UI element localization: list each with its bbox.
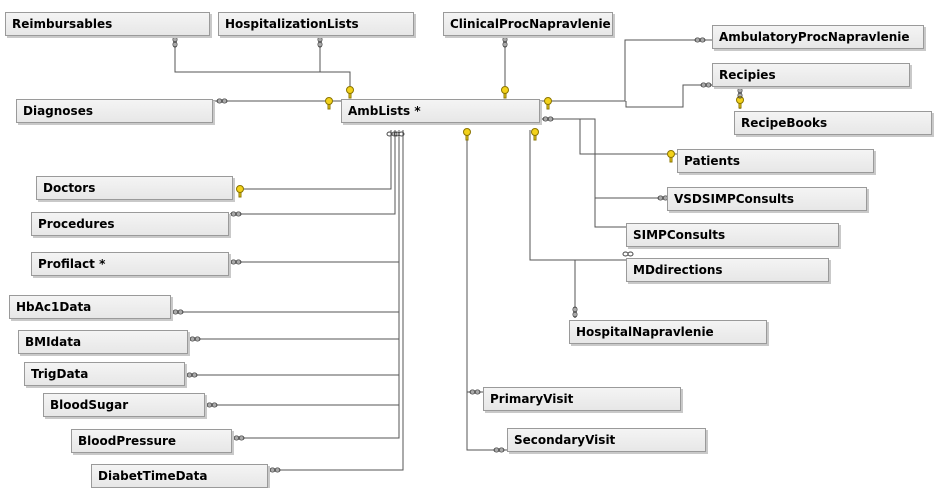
table-simp-consults[interactable]: SIMPConsults: [626, 223, 839, 247]
key-icon: [531, 128, 539, 141]
infinity-icon: [186, 372, 198, 378]
infinity-icon: [622, 251, 634, 257]
infinity-icon: [572, 306, 578, 318]
table-md-directions[interactable]: MDdirections: [626, 258, 829, 282]
relationship-line: [230, 130, 396, 215]
relationship-line: [466, 130, 483, 393]
relationship-line: [230, 130, 400, 263]
relationship-line: [243, 130, 392, 190]
infinity-icon: [233, 435, 245, 441]
table-amb-lists[interactable]: AmbLists *: [341, 99, 540, 123]
relationship-line: [538, 118, 669, 199]
infinity-icon: [206, 402, 218, 408]
table-bmi-data[interactable]: BMIdata: [18, 330, 188, 354]
infinity-icon: [694, 37, 706, 43]
infinity-icon: [317, 36, 323, 48]
table-profilact[interactable]: Profilact *: [31, 252, 229, 276]
relationship-line: [529, 130, 628, 261]
key-icon: [463, 128, 471, 141]
key-icon: [325, 97, 333, 110]
key-icon: [236, 185, 244, 198]
relationship-line: [189, 312, 400, 340]
table-hba1c-data[interactable]: HbAc1Data: [9, 295, 171, 319]
infinity-icon: [502, 36, 508, 48]
infinity-icon: [269, 467, 281, 473]
infinity-icon: [469, 389, 481, 395]
key-icon: [736, 96, 744, 109]
relationship-line: [233, 405, 400, 439]
table-blood-pressure[interactable]: BloodPressure: [71, 429, 232, 453]
table-recipies[interactable]: Recipies: [712, 63, 910, 87]
table-secondary-visit[interactable]: SecondaryVisit: [507, 428, 706, 452]
infinity-icon: [172, 309, 184, 315]
relationship-line: [269, 130, 404, 471]
key-icon: [544, 97, 552, 110]
table-ambulatory-proc-napravlenie[interactable]: AmbulatoryProcNapravlenie: [712, 25, 924, 49]
table-diabet-time-data[interactable]: DiabetTimeData: [91, 464, 268, 488]
table-vsdsimp-consults[interactable]: VSDSIMPConsults: [667, 187, 867, 211]
table-trig-data[interactable]: TrigData: [24, 362, 185, 386]
key-icon: [346, 86, 354, 99]
key-icon: [501, 86, 509, 99]
table-reimbursables[interactable]: Reimbursables: [5, 12, 210, 36]
table-blood-sugar[interactable]: BloodSugar: [43, 393, 205, 417]
table-diagnoses[interactable]: Diagnoses: [16, 99, 213, 123]
infinity-icon: [493, 447, 505, 453]
table-hospital-napravlenie[interactable]: HospitalNapravlenie: [569, 320, 767, 344]
infinity-icon: [737, 87, 743, 99]
table-clinical-proc-napravlenie[interactable]: ClinicalProcNapravlenie: [443, 12, 613, 36]
table-recipe-books[interactable]: RecipeBooks: [734, 111, 932, 135]
relationship-markers: [172, 36, 744, 473]
key-icon: [667, 150, 675, 163]
relationship-line: [538, 39, 712, 102]
table-procedures[interactable]: Procedures: [31, 212, 229, 236]
table-primary-visit[interactable]: PrimaryVisit: [483, 387, 681, 411]
relationship-line: [538, 118, 677, 155]
relationship-line: [594, 198, 628, 228]
relationship-line: [625, 84, 712, 108]
relationship-line: [206, 375, 400, 406]
infinity-icon: [393, 131, 405, 137]
table-hospitalization-lists[interactable]: HospitalizationLists: [218, 12, 414, 36]
infinity-icon: [172, 36, 178, 48]
infinity-icon: [230, 259, 242, 265]
infinity-icon: [700, 82, 712, 88]
infinity-icon: [230, 211, 242, 217]
infinity-icon: [542, 116, 554, 122]
table-doctors[interactable]: Doctors: [36, 176, 233, 200]
table-patients[interactable]: Patients: [677, 149, 874, 173]
relationship-line: [186, 339, 400, 376]
infinity-icon: [216, 98, 228, 104]
infinity-icon: [189, 336, 201, 342]
relationship-line: [174, 36, 351, 97]
